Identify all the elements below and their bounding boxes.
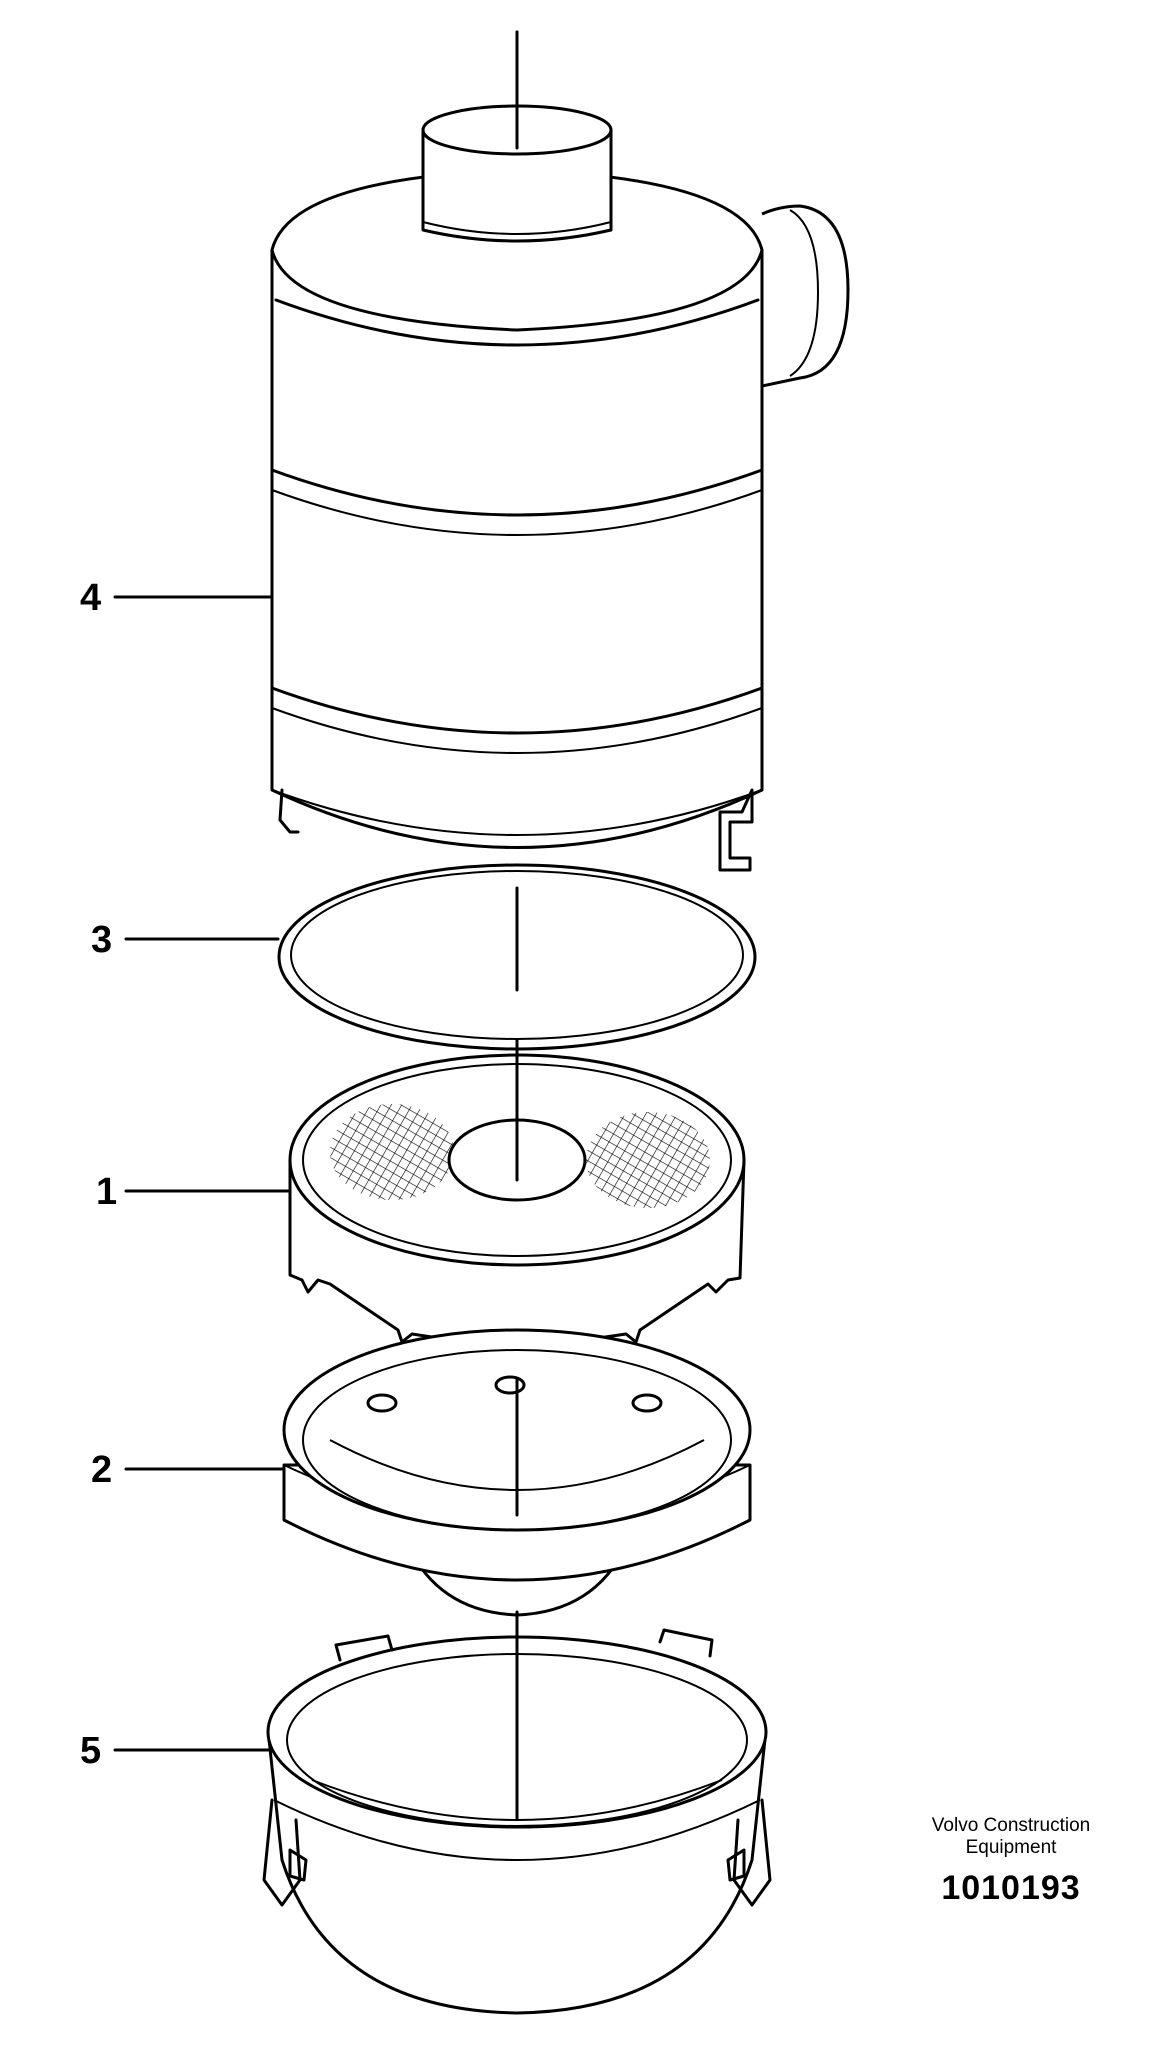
- manufacturer-line1: Volvo Construction: [931, 1815, 1091, 1836]
- callout-1: 1: [96, 1171, 117, 1213]
- housing-part: [270, 30, 850, 872]
- callout-3: 3: [91, 919, 112, 961]
- dust-cup-part: [262, 1610, 772, 2015]
- callout-4: 4: [80, 577, 101, 619]
- pre-cleaner-filter-part: [288, 1038, 746, 1352]
- callout-5: 5: [80, 1730, 101, 1772]
- drawing-credit: Volvo Construction Equipment 1010193: [880, 1815, 1142, 1908]
- drawing-number: 1010193: [941, 1869, 1081, 1907]
- dust-bowl-lid-part: [282, 1328, 752, 1617]
- callout-2: 2: [91, 1449, 112, 1491]
- manufacturer-line2: Equipment: [965, 1837, 1057, 1858]
